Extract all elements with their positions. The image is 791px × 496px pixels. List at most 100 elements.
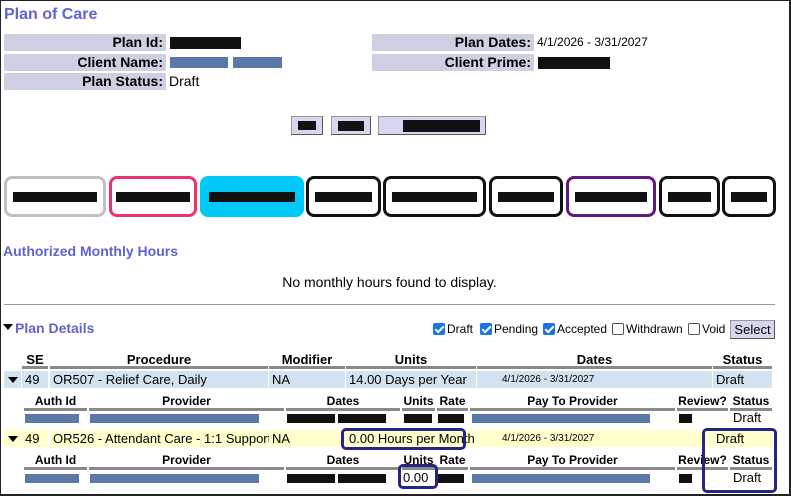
pay-to-provider-redacted	[472, 474, 650, 483]
expand-row-toggle[interactable]	[4, 430, 21, 447]
auth-status-cell: Draft	[733, 470, 762, 485]
plan-id-label: Plan Id:	[4, 34, 166, 51]
subcol-units: Units	[402, 453, 435, 470]
client-prime-label: Client Prime:	[372, 54, 534, 71]
subcol-status: Status	[730, 394, 772, 411]
subcol-rate: Rate	[437, 394, 468, 411]
subcol-pay-to-provider: Pay To Provider	[470, 453, 675, 470]
tab-9[interactable]	[722, 176, 776, 217]
tab-5[interactable]	[383, 176, 486, 217]
se-cell: 49	[22, 430, 48, 447]
highlight-units	[341, 428, 466, 450]
action-button-2[interactable]	[331, 116, 371, 135]
review-redacted	[679, 414, 692, 423]
units-cell: 0.00 Hours per Month	[346, 430, 476, 447]
filter-void[interactable]: Void	[688, 322, 725, 336]
tab-1[interactable]	[4, 176, 106, 217]
plan-details-toggle[interactable]: Plan Details	[3, 320, 94, 336]
client-prime-redacted	[538, 57, 610, 69]
col-modifier: Modifier	[269, 352, 345, 369]
subcol-status: Status	[730, 453, 772, 470]
units-cell: 14.00 Days per Year	[346, 371, 476, 388]
tab-6[interactable]	[489, 176, 563, 217]
client-name-label: Client Name:	[4, 54, 166, 71]
filter-label: Accepted	[557, 322, 608, 336]
checkbox-pending[interactable]	[480, 323, 492, 335]
plan-id-redacted	[170, 37, 241, 49]
subcol-provider: Provider	[89, 394, 284, 411]
dates-cell: 4/1/2026 - 3/31/2027	[477, 371, 712, 388]
tab-3-active[interactable]	[200, 176, 304, 217]
filter-withdrawn[interactable]: Withdrawn	[612, 322, 683, 336]
filter-label: Void	[702, 322, 726, 336]
provider-redacted	[90, 414, 259, 423]
checkbox-draft[interactable]	[433, 323, 445, 335]
review-redacted	[679, 474, 692, 483]
auth-units-cell: 0.00	[403, 470, 429, 485]
checkbox-withdrawn[interactable]	[612, 323, 624, 335]
plan-details-heading: Plan Details	[15, 320, 95, 336]
pay-to-provider-redacted	[472, 414, 650, 423]
plan-status-value: Draft	[169, 73, 200, 89]
plan-dates-label: Plan Dates:	[372, 34, 534, 51]
filter-label: Pending	[494, 322, 539, 336]
provider-redacted	[90, 474, 259, 483]
highlight-status	[702, 428, 777, 493]
status-cell: Draft	[713, 371, 772, 388]
filter-label: Withdrawn	[626, 322, 683, 336]
expand-triangle-icon	[8, 377, 18, 383]
monthly-hours-empty: No monthly hours found to display.	[282, 274, 497, 290]
dates-redacted	[287, 414, 335, 423]
select-button[interactable]: Select	[730, 320, 775, 339]
monthly-hours-heading: Authorized Monthly Hours	[3, 243, 178, 259]
subcol-auth-id: Auth Id	[24, 394, 87, 411]
client-name-redacted	[170, 57, 228, 68]
filter-accepted[interactable]: Accepted	[543, 322, 607, 336]
filter-pending[interactable]: Pending	[480, 322, 538, 336]
rate-redacted	[438, 474, 464, 483]
subcol-dates: Dates	[286, 394, 400, 411]
dates-redacted	[338, 414, 386, 423]
client-name-redacted	[233, 57, 282, 68]
col-dates: Dates	[477, 352, 712, 369]
rate-redacted	[438, 414, 464, 423]
col-se: SE	[22, 352, 48, 369]
subcol-dates: Dates	[286, 453, 400, 470]
units-redacted	[404, 414, 432, 423]
divider	[4, 304, 775, 305]
expand-row-toggle[interactable]	[4, 371, 21, 388]
col-procedure: Procedure	[50, 352, 268, 369]
dates-redacted	[338, 474, 386, 483]
auth-id-redacted	[25, 414, 79, 423]
subcol-rate: Rate	[437, 453, 468, 470]
subcol-review: Review?	[677, 394, 728, 411]
modifier-cell: NA	[269, 371, 345, 388]
action-button-3[interactable]	[378, 116, 486, 135]
filter-draft[interactable]: Draft	[433, 322, 473, 336]
status-cell: Draft	[713, 430, 772, 447]
plan-status-label: Plan Status:	[4, 73, 166, 90]
subcol-auth-id: Auth Id	[24, 453, 87, 470]
auth-id-redacted	[25, 474, 79, 483]
filter-label: Draft	[447, 322, 474, 336]
tab-4[interactable]	[306, 176, 381, 217]
highlight-auth-units	[398, 464, 438, 489]
col-status: Status	[713, 352, 772, 369]
procedure-cell: OR526 - Attendant Care - 1:1 Supports	[50, 430, 278, 447]
checkbox-accepted[interactable]	[543, 323, 555, 335]
subcol-provider: Provider	[89, 453, 284, 470]
tab-2[interactable]	[109, 176, 197, 217]
dates-cell: 4/1/2026 - 3/31/2027	[477, 430, 712, 447]
page-title: Plan of Care	[4, 6, 98, 23]
dates-redacted	[287, 474, 335, 483]
checkbox-void[interactable]	[688, 323, 700, 335]
modifier-cell: NA	[269, 430, 345, 447]
subcol-pay-to-provider: Pay To Provider	[470, 394, 675, 411]
procedure-cell: OR507 - Relief Care, Daily	[50, 371, 268, 388]
tab-7[interactable]	[566, 176, 656, 217]
tab-8[interactable]	[659, 176, 720, 217]
auth-status-cell: Draft	[733, 410, 762, 425]
collapse-triangle-icon	[3, 324, 13, 330]
action-button-1[interactable]	[291, 116, 323, 135]
